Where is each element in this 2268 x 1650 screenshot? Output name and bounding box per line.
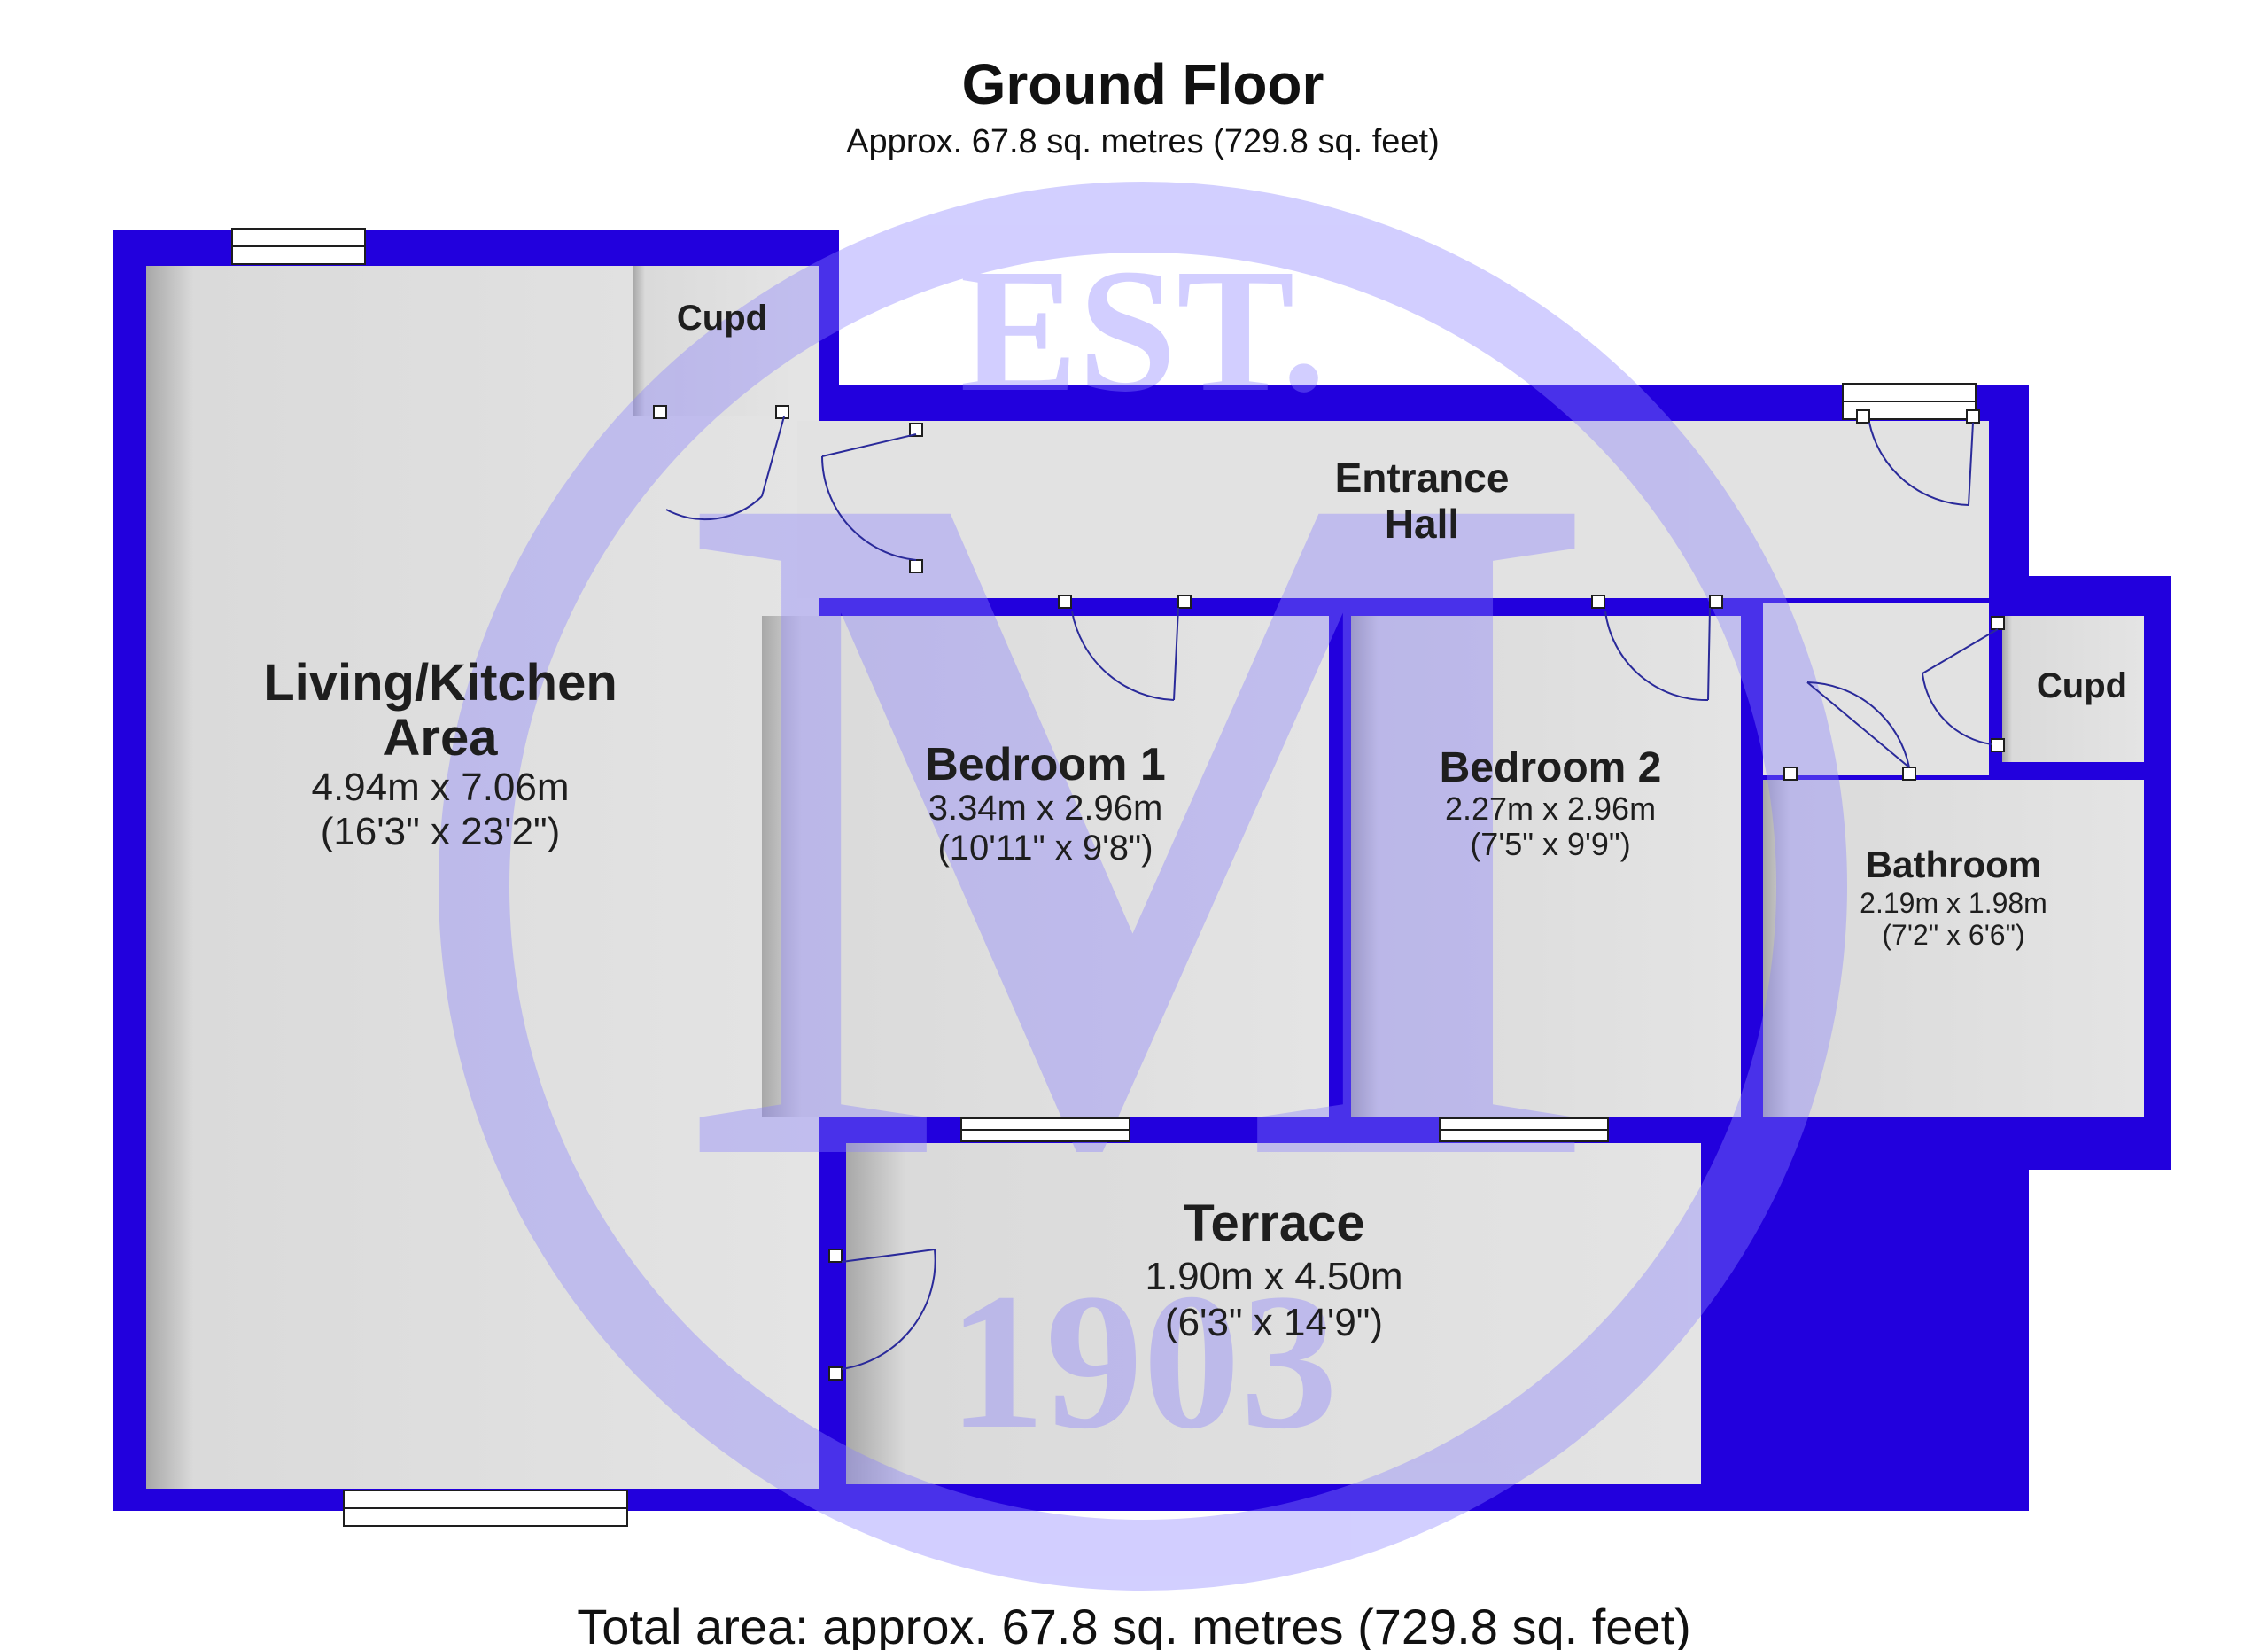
watermark-est: EST.	[959, 233, 1325, 429]
door-entrance	[1868, 422, 1974, 506]
bedroom2-metric: 2.27m x 2.96m	[1445, 790, 1656, 827]
cupd-right-name: Cupd	[2037, 666, 2127, 705]
door-cupd-top	[665, 416, 785, 521]
door-terrace	[841, 1249, 936, 1370]
door-swings	[665, 416, 1999, 1370]
label-bedroom2: Bedroom 2 2.27m x 2.96m (7'5" x 9'9")	[1440, 744, 1662, 862]
floor-bath-lobby	[1763, 603, 1989, 775]
floor-title: Ground Floor	[962, 52, 1324, 116]
living-name-line2: Area	[384, 709, 499, 767]
terrace-name: Terrace	[1183, 1195, 1364, 1252]
label-bathroom: Bathroom 2.19m x 1.98m (7'2" x 6'6")	[1860, 844, 2047, 951]
bathroom-imperial: (7'2" x 6'6")	[1882, 919, 2024, 951]
door-cupd-right	[1922, 628, 1999, 745]
total-area: Total area: approx. 67.8 sq. metres (729…	[577, 1599, 1691, 1650]
window-living-top	[231, 228, 366, 265]
floor-bedroom1	[762, 616, 1329, 1117]
floor-cupd-right	[2002, 616, 2144, 762]
door-jambs	[653, 405, 2005, 1381]
bathroom-name: Bathroom	[1866, 844, 2041, 885]
watermark-year: 1903	[948, 1253, 1338, 1469]
door-bedroom2	[1604, 607, 1711, 702]
windows	[231, 228, 1977, 1527]
bathroom-metric: 2.19m x 1.98m	[1860, 887, 2047, 919]
label-cupd-right: Cupd	[2037, 666, 2127, 705]
bedroom1-name: Bedroom 1	[925, 739, 1166, 790]
door-living-hall	[821, 433, 917, 561]
watermark: EST. M 1903	[439, 182, 1847, 1591]
cupd-top-name: Cupd	[677, 299, 767, 338]
living-imperial: (16'3" x 23'2")	[321, 810, 561, 853]
floor-cupd-top	[633, 266, 797, 416]
window-bedroom1	[960, 1117, 1130, 1142]
door-bedroom1	[1071, 607, 1179, 701]
floor-area: Approx. 67.8 sq. metres (729.8 sq. feet)	[846, 123, 1440, 160]
terrace-metric: 1.90m x 4.50m	[1145, 1255, 1402, 1298]
floor-terrace	[846, 1143, 1701, 1484]
floor-living	[146, 266, 819, 1489]
door-bathroom	[1806, 681, 1910, 768]
living-metric: 4.94m x 7.06m	[311, 766, 569, 809]
room-floors	[146, 266, 2144, 1489]
window-living-bottom	[343, 1490, 628, 1527]
watermark-letter: M	[683, 284, 1603, 1363]
hall-name-line1: Entrance	[1335, 455, 1510, 501]
bedroom1-imperial: (10'11" x 9'8")	[937, 829, 1153, 868]
floor-bedroom2	[1351, 616, 1741, 1117]
room-labels: Living/Kitchen Area 4.94m x 7.06m (16'3"…	[263, 299, 2127, 1344]
bedroom2-name: Bedroom 2	[1440, 744, 1662, 791]
watermark-ring	[439, 182, 1847, 1591]
label-terrace: Terrace 1.90m x 4.50m (6'3" x 14'9")	[1145, 1195, 1402, 1344]
hall-name-line2: Hall	[1385, 501, 1459, 547]
window-bedroom2	[1439, 1117, 1609, 1142]
living-name-line1: Living/Kitchen	[263, 654, 617, 712]
label-entrance-hall: Entrance Hall	[1335, 455, 1510, 547]
label-cupd-top: Cupd	[677, 299, 767, 338]
bedroom1-metric: 3.34m x 2.96m	[928, 789, 1163, 828]
floor-entrance-hall	[797, 421, 1989, 598]
bedroom2-imperial: (7'5" x 9'9")	[1470, 826, 1630, 862]
label-living: Living/Kitchen Area 4.94m x 7.06m (16'3"…	[263, 654, 617, 853]
label-bedroom1: Bedroom 1 3.34m x 2.96m (10'11" x 9'8")	[925, 739, 1166, 868]
floor-bathroom	[1763, 780, 2144, 1117]
terrace-imperial: (6'3" x 14'9")	[1165, 1301, 1383, 1344]
